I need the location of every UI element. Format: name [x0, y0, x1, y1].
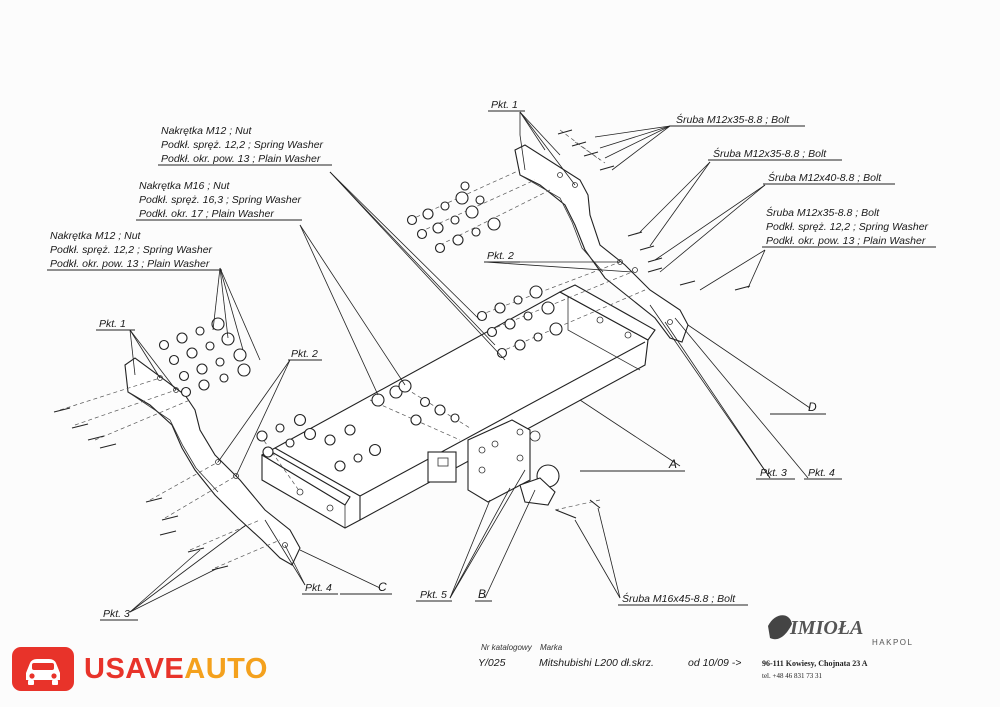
leader-lines — [129, 111, 811, 613]
cross-beam — [260, 284, 656, 529]
callout-nut-m16-line3: Podkł. okr. 17 ; Plain Washer — [139, 208, 274, 220]
watermark-part2: AUTO — [184, 652, 268, 685]
label-c: C — [378, 580, 387, 594]
right-mounting-bracket — [514, 144, 689, 343]
bolts — [53, 129, 751, 571]
label-pkt5: Pkt. 5 — [420, 589, 447, 601]
callout-nut-m16-line1: Nakrętka M16 ; Nut — [139, 180, 231, 192]
callout-bolt-m12x35-c-line1: Śruba M12x35-8.8 ; Bolt — [766, 206, 880, 219]
tow-ball-plate — [427, 419, 560, 506]
callout-bolt-m12x35-b: Śruba M12x35-8.8 ; Bolt — [713, 147, 827, 160]
callout-nut-m12-left-line3: Podkł. okr. pow. 13 ; Plain Washer — [50, 258, 210, 270]
catalog-number-label: Nr katalogowy — [481, 643, 533, 652]
brand-address: 96-111 Kowiesy, Chojnata 23 A — [762, 659, 868, 668]
label-pkt4-left: Pkt. 4 — [305, 582, 332, 594]
callout-nut-m12-left-line1: Nakrętka M12 ; Nut — [50, 230, 142, 242]
callout-nut-m12-top-line2: Podkł. spręż. 12,2 ; Spring Washer — [161, 139, 324, 151]
hakpol-hook-icon — [768, 615, 792, 640]
label-d: D — [808, 400, 817, 414]
manufacturer-logo: IMIOŁA HAKPOL 96-111 Kowiesy, Chojnata 2… — [762, 615, 913, 680]
label-pkt2-right: Pkt. 2 — [487, 250, 514, 262]
catalog-number: Y/025 — [478, 657, 506, 669]
label-pkt1-left: Pkt. 1 — [99, 318, 126, 330]
brand-phone: tel. +48 46 831 73 31 — [762, 672, 822, 680]
label-pkt2-left: Pkt. 2 — [291, 348, 318, 360]
callout-nut-m16-line2: Podkł. spręż. 16,3 ; Spring Washer — [139, 194, 302, 206]
watermark-part1: USAVE — [84, 652, 185, 685]
callout-bolt-m12x35-c-line3: Podkł. okr. pow. 13 ; Plain Washer — [766, 235, 926, 247]
brand-name: IMIOŁA — [789, 617, 863, 639]
right-nut-group — [406, 181, 563, 359]
callout-nut-m12-top-line3: Podkł. okr. pow. 13 ; Plain Washer — [161, 153, 321, 165]
callout-nut-m12-top-line1: Nakrętka M12 ; Nut — [161, 125, 253, 137]
label-pkt3-left: Pkt. 3 — [103, 608, 130, 620]
valid-from: od 10/09 -> — [688, 657, 741, 669]
callout-bolt-m16x45: Śruba M16x45-8.8 ; Bolt — [622, 592, 736, 605]
left-mounting-bracket — [124, 357, 301, 566]
left-nut-group — [158, 317, 460, 472]
label-pkt1-right: Pkt. 1 — [491, 99, 518, 111]
label-pkt3-right: Pkt. 3 — [760, 467, 787, 479]
callout-bolt-m12x35-a: Śruba M12x35-8.8 ; Bolt — [676, 113, 790, 126]
label-a: A — [668, 457, 677, 471]
callout-bolt-m12x40: Śruba M12x40-8.8 ; Bolt — [768, 171, 882, 184]
label-pkt4-right: Pkt. 4 — [808, 467, 835, 479]
car-shield-icon — [12, 647, 74, 691]
brand-sub: HAKPOL — [872, 638, 913, 647]
make-label: Marka — [540, 643, 563, 652]
callout-bolt-m12x35-c-line2: Podkł. spręż. 12,2 ; Spring Washer — [766, 221, 929, 233]
watermark-text: USAVEAUTO — [84, 653, 268, 686]
label-b: B — [478, 587, 486, 601]
usaveauto-watermark: USAVEAUTO — [12, 646, 268, 692]
assembly-lines — [59, 129, 646, 569]
callout-nut-m12-left-line2: Podkł. spręż. 12,2 ; Spring Washer — [50, 244, 213, 256]
text-labels: Pkt. 1 Pkt. 2 Pkt. 3 Pkt. 4 Pkt. 1 Pkt. … — [47, 99, 936, 669]
vehicle-model: Mitshubishi L200 dł.skrz. — [539, 657, 654, 669]
